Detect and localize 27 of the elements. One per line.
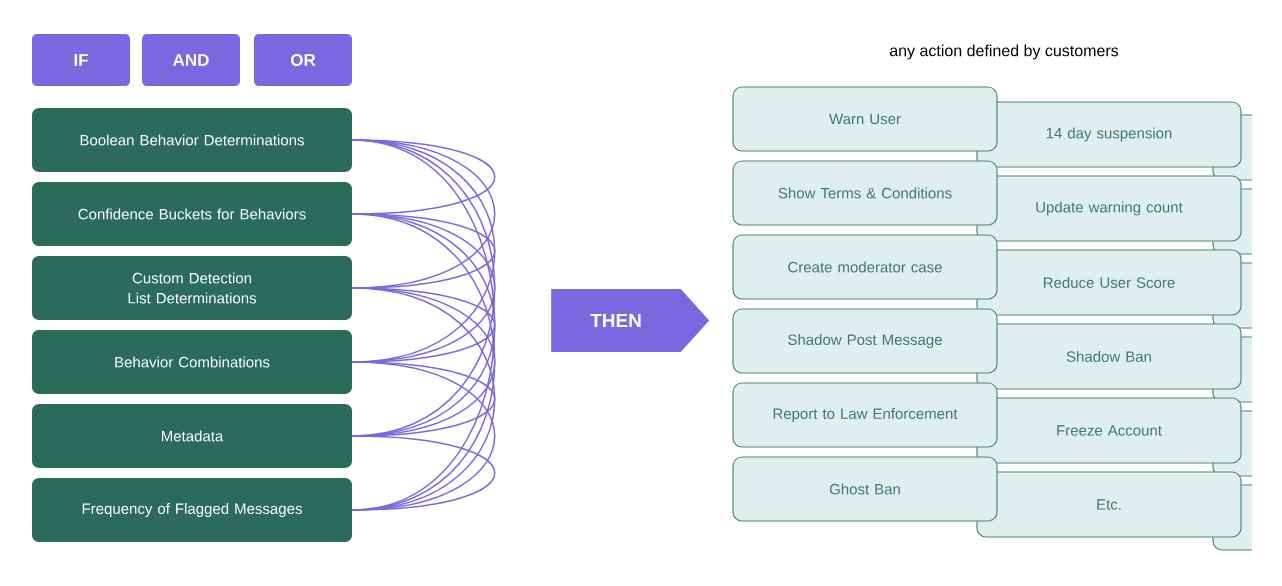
action-box: Reduce User Score — [976, 249, 1242, 316]
condition-box: Behavior Combinations — [32, 330, 352, 394]
condition-box: Custom Detection List Determinations — [32, 256, 352, 320]
action-box: Update warning count — [976, 175, 1242, 242]
condition-box: Frequency of Flagged Messages — [32, 478, 352, 542]
connector-curve — [351, 139, 496, 511]
condition-box: Boolean Behavior Determinations — [32, 108, 352, 172]
operator-button: OR — [254, 34, 352, 86]
connector-curve — [351, 287, 496, 511]
action-box: Show Terms & Conditions — [732, 160, 998, 226]
action-box: Shadow Post Message — [732, 308, 998, 374]
operator-button: AND — [142, 34, 240, 86]
connector-curve — [351, 213, 496, 511]
action-box: Report to Law Enforcement — [732, 382, 998, 448]
action-box: Shadow Ban — [976, 323, 1242, 390]
action-box: Freeze Account — [976, 397, 1242, 464]
condition-box: Confidence Buckets for Behaviors — [32, 182, 352, 246]
condition-box: Metadata — [32, 404, 352, 468]
connector-curve — [351, 435, 496, 511]
action-box: Create moderator case — [732, 234, 998, 300]
connector-curve — [351, 361, 496, 511]
heading: any action defined by customers — [889, 44, 1119, 60]
action-box: Ghost Ban — [732, 456, 998, 522]
action-box: 14 day suspension — [976, 101, 1242, 168]
action-box: Etc. — [976, 471, 1242, 538]
action-box: Warn User — [732, 86, 998, 152]
operator-button: IF — [32, 34, 130, 86]
